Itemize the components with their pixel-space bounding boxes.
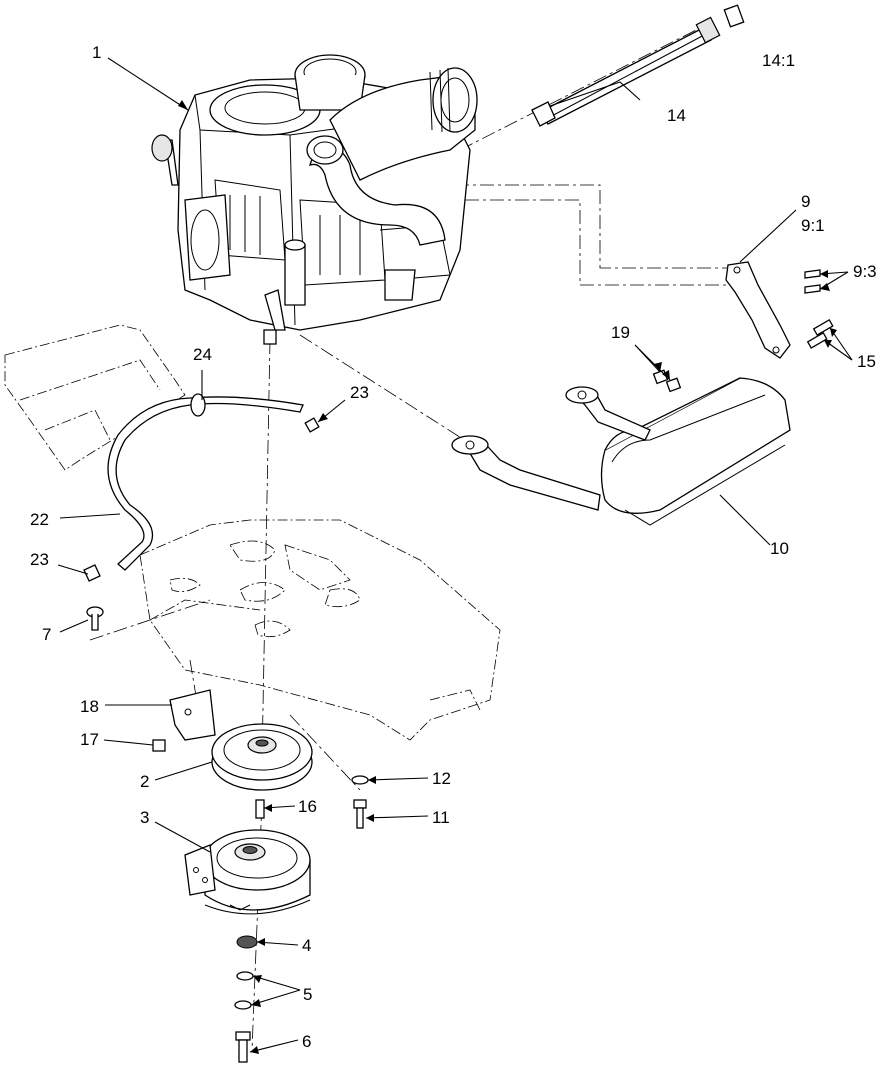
callout-leaders <box>57 57 853 1053</box>
callout-14-1: 14:1 <box>762 51 795 70</box>
callout-9-3: 9:3 <box>853 262 877 281</box>
callout-labels: 1 14:1 14 9 9:1 9:3 19 15 24 23 22 23 7 … <box>30 43 877 1051</box>
muffler-bolts <box>806 319 834 349</box>
callout-23-top: 23 <box>350 383 369 402</box>
callout-6: 6 <box>302 1032 311 1051</box>
callout-24: 24 <box>193 345 212 364</box>
callout-7: 7 <box>42 625 51 644</box>
clutch-hardware <box>234 935 258 1063</box>
callout-9-1: 9:1 <box>801 216 825 235</box>
callout-12: 12 <box>432 769 451 788</box>
callout-2: 2 <box>140 772 149 791</box>
muffler-bracket <box>725 261 821 359</box>
callout-14: 14 <box>667 106 686 125</box>
callout-18: 18 <box>80 697 99 716</box>
callout-17: 17 <box>80 730 99 749</box>
tailpipe-extension <box>531 4 745 127</box>
callout-10: 10 <box>770 539 789 558</box>
fuel-hose <box>83 393 320 582</box>
callout-19: 19 <box>611 323 630 342</box>
callout-5: 5 <box>303 985 312 1004</box>
pto-pulley <box>211 723 313 791</box>
callout-23-bottom: 23 <box>30 550 49 569</box>
callout-1: 1 <box>92 43 101 62</box>
callout-3: 3 <box>140 808 149 827</box>
callout-22: 22 <box>30 510 49 529</box>
clevis-pin <box>86 606 104 631</box>
callout-9: 9 <box>801 192 810 211</box>
clutch-bracket <box>152 689 216 752</box>
muffler <box>451 377 791 526</box>
callout-15: 15 <box>857 352 876 371</box>
engine-assembly <box>151 54 478 345</box>
mower-frame-phantom <box>4 324 501 741</box>
electric-clutch <box>184 829 311 915</box>
callout-16: 16 <box>298 797 317 816</box>
muffler-nuts <box>652 369 682 393</box>
callout-4: 4 <box>302 936 311 955</box>
callout-11: 11 <box>432 808 450 827</box>
leader-arrowheads <box>178 100 837 1054</box>
hardware-small <box>255 775 369 829</box>
